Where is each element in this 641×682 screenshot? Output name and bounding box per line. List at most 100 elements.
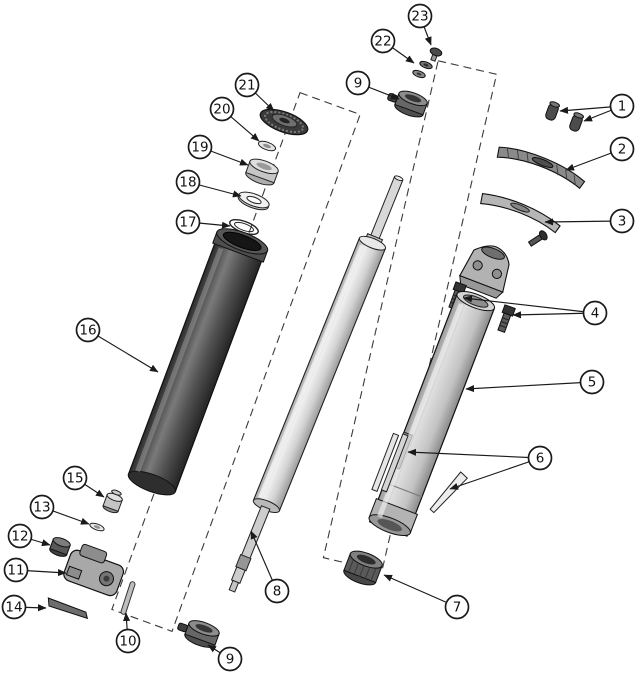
part-7-bottom-collar xyxy=(343,550,383,586)
callout-number: 19 xyxy=(191,140,208,156)
callout-circle[interactable] xyxy=(175,169,201,195)
callout-number: 11 xyxy=(7,563,24,579)
callout-7[interactable]: 7 xyxy=(444,594,470,620)
callout-number: 10 xyxy=(119,634,136,650)
callout-circle[interactable] xyxy=(1,594,27,620)
callout-circle[interactable] xyxy=(345,70,371,96)
part-5-lower-tube xyxy=(368,291,496,537)
callout-circle[interactable] xyxy=(115,628,141,654)
callout-11[interactable]: 11 xyxy=(3,557,29,583)
callout-number: 7 xyxy=(453,600,462,616)
part-2-hatching xyxy=(506,148,576,186)
callout-5[interactable]: 5 xyxy=(579,369,605,395)
callout-10[interactable]: 10 xyxy=(115,628,141,654)
part-18-washer xyxy=(237,191,270,211)
leader-4-b xyxy=(512,311,596,319)
callout-number: 22 xyxy=(374,34,391,50)
callout-circle[interactable] xyxy=(217,646,243,672)
part-3-lower-saddle-clamp xyxy=(480,192,561,247)
callout-23[interactable]: 23 xyxy=(407,3,433,29)
callout-15[interactable]: 15 xyxy=(62,465,88,491)
callout-circle[interactable] xyxy=(527,445,553,471)
callout-number: 21 xyxy=(238,78,255,94)
part-14-clip xyxy=(47,597,89,620)
callout-2[interactable]: 2 xyxy=(609,136,635,162)
part-10-pin xyxy=(120,581,136,615)
callout-number: 5 xyxy=(588,375,597,391)
callout-20[interactable]: 20 xyxy=(209,96,235,122)
part-4-bolt-b xyxy=(497,304,516,333)
callout-circle[interactable] xyxy=(7,523,33,549)
part-21-top-cap xyxy=(259,108,309,136)
part-3-bolt xyxy=(527,230,548,247)
callout-circle[interactable] xyxy=(609,93,635,119)
callout-circle[interactable] xyxy=(175,209,201,235)
callout-number: 20 xyxy=(213,102,230,118)
part-8-inner-shaft xyxy=(228,175,404,593)
callout-number: 23 xyxy=(411,9,428,25)
callout-number: 4 xyxy=(591,306,600,322)
callout-18[interactable]: 18 xyxy=(175,169,201,195)
callout-circle[interactable] xyxy=(579,369,605,395)
callout-circle[interactable] xyxy=(75,317,101,343)
callout-number: 9 xyxy=(354,76,363,92)
callout-number: 18 xyxy=(179,175,196,191)
callout-circle[interactable] xyxy=(370,28,396,54)
part-2-upper-saddle-clamp xyxy=(496,146,586,190)
callout-circle[interactable] xyxy=(444,594,470,620)
part-16-outer-tube xyxy=(127,228,269,496)
part-9-upper-clamp xyxy=(387,90,428,118)
callout-3[interactable]: 3 xyxy=(609,208,635,234)
callout-circle[interactable] xyxy=(582,300,608,326)
part-15-bushing-stack xyxy=(102,489,123,514)
part-20-ring xyxy=(257,140,277,152)
part-22-washer-a xyxy=(419,60,433,70)
callout-9-bottom[interactable]: 9 xyxy=(217,646,243,672)
callout-number: 1 xyxy=(618,99,627,115)
callout-number: 3 xyxy=(618,214,627,230)
part-13-washer xyxy=(89,522,105,532)
leader-3 xyxy=(544,218,623,226)
part-23-bolt xyxy=(429,47,443,62)
callout-13[interactable]: 13 xyxy=(29,494,55,520)
callout-circle[interactable] xyxy=(29,494,55,520)
callout-number: 13 xyxy=(33,500,50,516)
callout-circle[interactable] xyxy=(62,465,88,491)
callout-circle[interactable] xyxy=(609,208,635,234)
callout-22[interactable]: 22 xyxy=(370,28,396,54)
part-5-head xyxy=(459,245,510,299)
part-12-bushing xyxy=(49,537,71,557)
callout-14[interactable]: 14 xyxy=(1,594,27,620)
part-19-collar xyxy=(245,158,279,186)
callout-9-top[interactable]: 9 xyxy=(345,70,371,96)
callout-circle[interactable] xyxy=(3,557,29,583)
callout-circle[interactable] xyxy=(209,96,235,122)
callout-circle[interactable] xyxy=(187,134,213,160)
callout-number: 8 xyxy=(273,584,282,600)
callout-number: 12 xyxy=(11,529,28,545)
callout-4[interactable]: 4 xyxy=(582,300,608,326)
callout-circle[interactable] xyxy=(407,3,433,29)
callout-21[interactable]: 21 xyxy=(234,72,260,98)
callout-8[interactable]: 8 xyxy=(264,578,290,604)
callout-circle[interactable] xyxy=(264,578,290,604)
callout-17[interactable]: 17 xyxy=(175,209,201,235)
callout-number: 17 xyxy=(179,215,196,231)
leader-6-a xyxy=(407,448,541,459)
leader-6-b xyxy=(449,457,541,490)
callout-number: 6 xyxy=(536,451,545,467)
leader-5 xyxy=(465,381,593,393)
part-6-guide-plate xyxy=(429,471,469,514)
callout-circle[interactable] xyxy=(234,72,260,98)
callout-19[interactable]: 19 xyxy=(187,134,213,160)
callout-number: 16 xyxy=(79,323,96,339)
callout-circle[interactable] xyxy=(609,136,635,162)
leader-16 xyxy=(87,329,159,373)
callout-1[interactable]: 1 xyxy=(609,93,635,119)
part-22-washer-b xyxy=(412,69,426,79)
callout-16[interactable]: 16 xyxy=(75,317,101,343)
callout-6[interactable]: 6 xyxy=(527,445,553,471)
callout-12[interactable]: 12 xyxy=(7,523,33,549)
